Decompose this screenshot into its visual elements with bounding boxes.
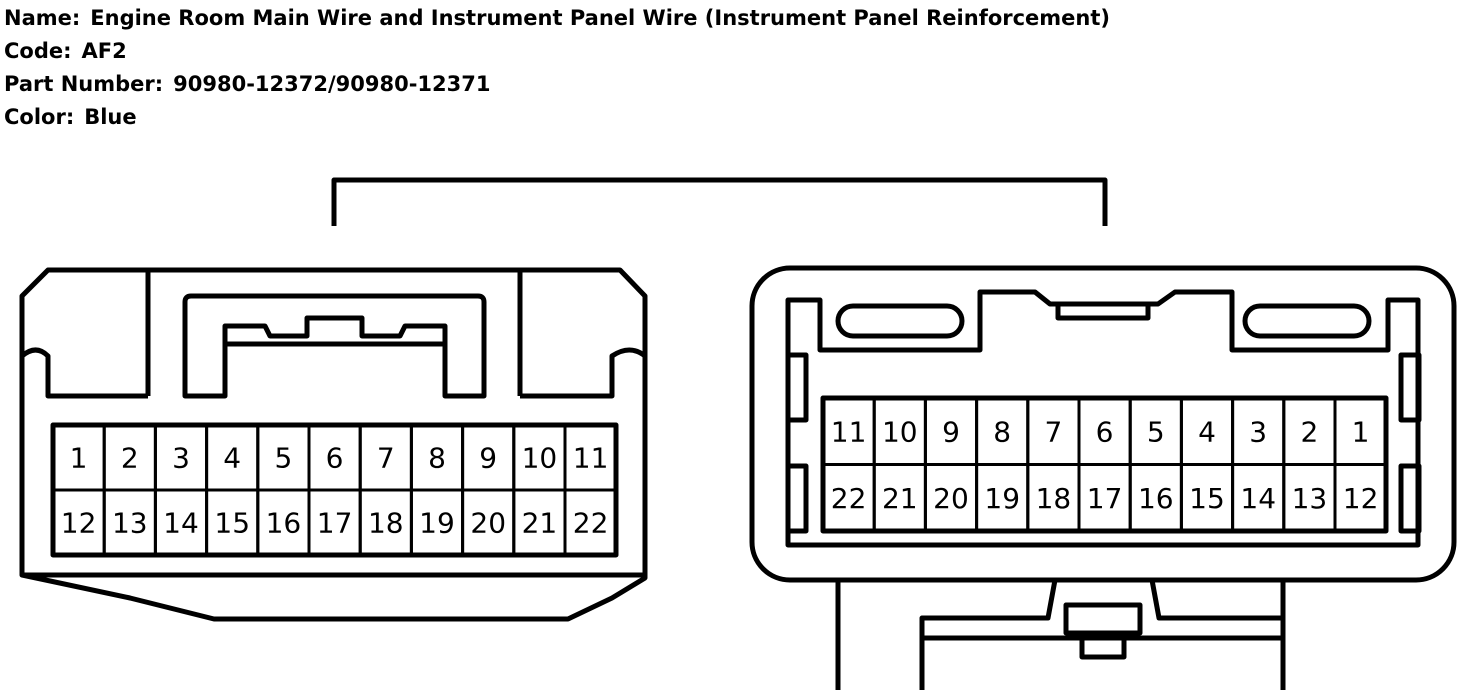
right-connector-bottom-housing [835,579,1286,690]
left-pin-number: 10 [522,442,558,475]
left-connector-side-notch-l [20,347,148,399]
right-pin-number: 8 [993,415,1011,448]
right-pin-number: 11 [831,415,867,448]
right-pin-number: 17 [1087,482,1123,515]
right-pin-number: 5 [1147,415,1165,448]
left-connector-outline [19,267,648,622]
name-row: Name: Engine Room Main Wire and Instrumen… [4,2,1110,35]
right-pin-number: 2 [1300,415,1318,448]
right-pin-number: 13 [1292,482,1328,515]
left-pin-number: 21 [522,507,558,540]
left-pin-number: 19 [419,507,455,540]
connector-info: Name: Engine Room Main Wire and Instrumen… [4,2,1110,134]
right-side-rib-3 [1398,352,1422,423]
right-pin-cell [1333,463,1388,533]
right-connector-outline [749,265,1457,583]
code-value: AF2 [81,39,127,63]
left-pin-number: 1 [70,442,88,475]
right-pin-number: 12 [1343,482,1379,515]
right-pin-number: 9 [942,415,960,448]
color-row: Color: Blue [4,101,1110,134]
right-side-rib-1 [785,352,809,423]
left-pin-number: 22 [573,507,609,540]
right-pin-number: 18 [1036,482,1072,515]
right-pin-number: 6 [1096,415,1114,448]
color-label: Color: [4,105,75,129]
left-pin-number: 9 [479,442,497,475]
left-pin-number: 12 [61,507,97,540]
right-pin-number: 15 [1189,482,1225,515]
left-pin-number: 16 [266,507,302,540]
right-bottom-tab-inner [1079,630,1127,660]
left-pin-number: 11 [573,442,609,475]
right-pin-number: 7 [1044,415,1062,448]
right-pin-number: 22 [831,482,867,515]
name-value: Engine Room Main Wire and Instrument Pan… [90,6,1111,30]
right-pin-number: 10 [882,415,918,448]
left-connector-top-frame [145,270,523,396]
right-side-rib-2 [785,463,809,534]
left-connector-lock [182,293,487,399]
left-pin-number: 2 [121,442,139,475]
part-value: 90980-12372/90980-12371 [173,72,491,96]
code-label: Code: [4,39,72,63]
right-side-rib-4 [1398,463,1422,534]
left-pin-number: 8 [428,442,446,475]
left-pin-number: 5 [274,442,292,475]
left-pin-number: 6 [326,442,344,475]
left-pin-number: 15 [214,507,250,540]
left-pin-number: 4 [223,442,241,475]
left-pin-cell [563,488,618,557]
left-pin-number: 13 [112,507,148,540]
pairing-bracket [331,177,1108,226]
code-row: Code: AF2 [4,35,1110,68]
part-row: Part Number: 90980-12372/90980-12371 [4,68,1110,101]
name-label: Name: [4,6,81,30]
left-pin-number: 20 [470,507,506,540]
right-pin-number: 14 [1240,482,1276,515]
left-pin-number: 18 [368,507,404,540]
right-pin-number: 3 [1249,415,1267,448]
right-bottom-tab [1063,602,1143,636]
right-pin-number: 16 [1138,482,1174,515]
left-pin-number: 3 [172,442,190,475]
color-value: Blue [84,105,137,129]
right-pin-number: 21 [882,482,918,515]
right-latch-slot-left [835,303,965,339]
right-pin-number: 19 [984,482,1020,515]
left-pin-number: 17 [317,507,353,540]
part-label: Part Number: [4,72,164,96]
left-connector-lock-tab [222,315,448,344]
right-latch-slot-right [1242,303,1372,339]
left-pin-number: 14 [163,507,199,540]
right-connector-center-key [1055,304,1151,321]
left-connector-side-notch-r [520,347,647,399]
left-pin-number: 7 [377,442,395,475]
right-pin-number: 20 [933,482,969,515]
right-pin-number: 1 [1352,415,1370,448]
right-pin-number: 4 [1198,415,1216,448]
